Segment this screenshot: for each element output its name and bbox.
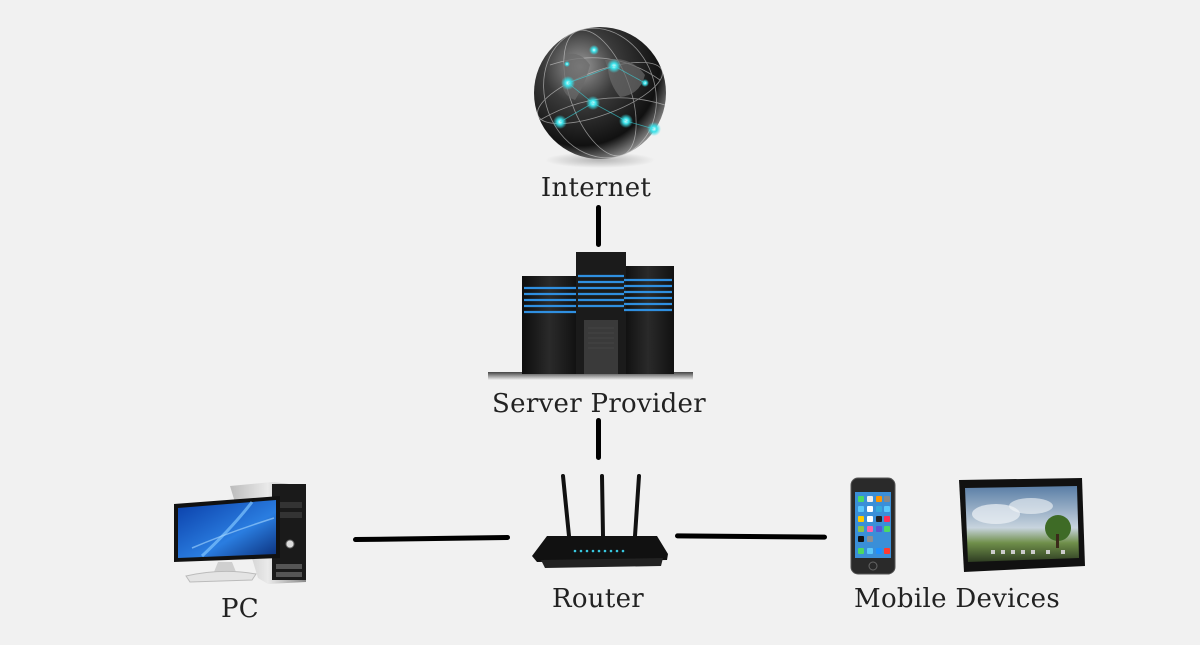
edge-internet-server [596, 205, 601, 247]
router-label: Router [551, 584, 645, 614]
globe-icon [534, 27, 666, 168]
internet-node [520, 25, 680, 168]
server-label: Server Provider [492, 389, 706, 419]
pc-label: PC [221, 594, 259, 624]
internet-label: Internet [540, 173, 652, 203]
server-node [488, 248, 693, 383]
tablet-icon [959, 478, 1085, 572]
mobile-label: Mobile Devices [854, 584, 1060, 614]
router-icon [532, 474, 668, 568]
server-rack-icon [488, 252, 693, 380]
edge-router-mobile [674, 533, 828, 540]
edge-pc-router [352, 534, 511, 543]
edge-server-router [596, 418, 601, 460]
router-node [527, 472, 672, 572]
pc-node [172, 478, 312, 588]
smartphone-icon [850, 477, 896, 575]
mobile-node [850, 476, 1088, 578]
desktop-computer-icon [174, 482, 306, 584]
